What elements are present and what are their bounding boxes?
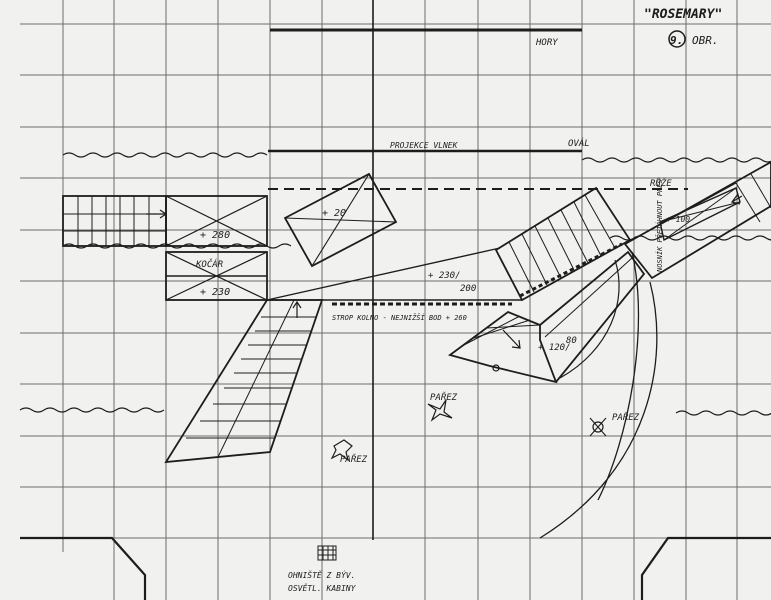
ceiling-label: STROP KOLNO - NEJNIŽŠÍ BOD + 260 xyxy=(332,313,467,322)
figure-number-circle xyxy=(668,30,686,48)
fireplace-label-line2: OSVĚTL. KABINY xyxy=(288,582,357,593)
wave-projection-label: PROJEKCE VLNEK xyxy=(390,141,459,150)
right-staircase xyxy=(494,186,632,302)
stump-marker-2 xyxy=(330,439,353,462)
swing-arc-inner xyxy=(559,259,620,379)
swing-arc-outer xyxy=(597,251,640,501)
carriage-platform xyxy=(165,251,268,301)
stump-marker-1 xyxy=(427,399,453,422)
height-100-label: + 100 xyxy=(666,215,690,224)
left-staircase xyxy=(164,299,324,464)
beam-label: NOSNÍK PŘETÁHNOUT PŘES xyxy=(655,179,664,273)
height-280-label: + 280 xyxy=(200,230,230,241)
fireplace-label-line1: OHNIŠTĚ Z BÝV. xyxy=(288,569,355,580)
stump-label-3: PAŘEZ xyxy=(612,411,640,423)
carriage-label: KOČÁR xyxy=(195,258,224,270)
ramp-upper-edge xyxy=(266,247,501,301)
pivot-marker xyxy=(492,364,500,372)
height-20-label: + 20 xyxy=(322,208,346,219)
proscenium-right xyxy=(640,536,771,600)
platform-280 xyxy=(165,195,268,247)
stump-marker-3 xyxy=(589,417,607,437)
oval-label: OVÁL xyxy=(568,137,590,149)
title-text: "ROSEMARY" xyxy=(644,7,722,22)
proscenium-left xyxy=(20,536,147,600)
platform-120-80 xyxy=(447,250,646,384)
height-230-200-sub: 200 xyxy=(460,284,476,294)
wave-line-upper-right xyxy=(581,157,771,163)
stump-label-1: PAŘEZ xyxy=(430,391,458,403)
background-grid xyxy=(20,0,771,600)
upper-right-staircase xyxy=(623,160,771,280)
figure-suffix: OBR. xyxy=(692,34,719,47)
height-120-80-label: + 120/ xyxy=(538,343,571,353)
wave-line-lower-right xyxy=(675,410,771,416)
wave-line-upper xyxy=(62,152,268,158)
height-230-label: + 230 xyxy=(200,287,230,298)
figure-number: 9. xyxy=(670,34,683,47)
swing-arc-outer-2 xyxy=(539,281,658,539)
wave-line-lower-left xyxy=(19,407,165,413)
fireplace-marker xyxy=(317,545,337,561)
height-120-80-sub: 80 xyxy=(566,336,577,346)
height-230-200-label: + 230/ xyxy=(428,271,461,281)
platform-20 xyxy=(283,172,398,268)
stump-label-2: PAŘEZ xyxy=(340,453,368,465)
mountains-label: HORY xyxy=(535,38,558,48)
rose-label: RŮŽE xyxy=(650,177,672,189)
